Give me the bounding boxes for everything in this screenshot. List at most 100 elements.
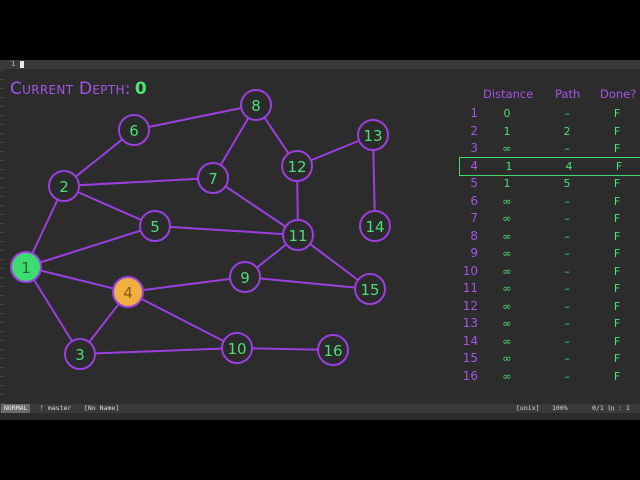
node-label: 2 — [59, 178, 69, 196]
mode-indicator: NORMAL — [1, 404, 31, 413]
table-row: 7∞–F — [458, 210, 636, 227]
row-done: F — [613, 352, 621, 365]
table-row: 2 1 2 F — [458, 123, 636, 140]
edge-1-3 — [25, 266, 81, 355]
row-distance: ∞ — [502, 334, 512, 348]
table-row: 16∞–F — [458, 368, 636, 385]
row-distance: ∞ — [502, 194, 512, 208]
edge-2-7 — [63, 177, 214, 187]
row-id: 2 — [470, 123, 478, 138]
row-path: – — [564, 352, 570, 365]
node-circle — [354, 273, 386, 305]
cursor-position: 0/1 ㏑ : 1 — [592, 404, 630, 412]
row-done: F — [613, 264, 621, 278]
node-circle — [281, 150, 313, 182]
row-path: – — [564, 299, 570, 313]
graph-node-10: 10 — [221, 332, 253, 364]
row-path: – — [564, 264, 570, 278]
node-circle — [221, 332, 253, 364]
row-path: 4 — [565, 159, 573, 173]
row-id: 14 — [462, 333, 478, 348]
graph-node-11: 11 — [282, 219, 314, 251]
row-path: – — [564, 282, 570, 295]
edge-10-16 — [236, 347, 334, 351]
table-row: 8∞–F — [458, 228, 636, 245]
row-distance: ∞ — [502, 369, 512, 383]
row-distance: 1 — [503, 124, 511, 138]
file-name: [No Name] — [84, 404, 120, 412]
graph-node-14: 14 — [359, 210, 391, 242]
editor-gutter — [0, 70, 4, 408]
row-done: F — [613, 212, 621, 225]
node-circle — [282, 219, 314, 251]
row-done: F — [613, 247, 621, 260]
row-path: – — [564, 229, 570, 243]
row-id: 7 — [470, 211, 478, 225]
graph-node-12: 12 — [281, 150, 313, 182]
row-done: F — [613, 142, 621, 155]
node-circle — [112, 276, 144, 308]
row-distance: ∞ — [502, 229, 512, 243]
status-line: NORMAL ᚠ master [No Name] [unix] 100% 0/… — [0, 404, 640, 413]
row-path: – — [564, 317, 570, 330]
table-row: 14∞–F — [458, 333, 636, 350]
table-row: 9 ∞ – F — [458, 245, 636, 262]
node-label: 13 — [363, 127, 382, 145]
current-depth-title: Current Depth:0 — [10, 79, 147, 99]
node-label: 5 — [150, 218, 160, 236]
graph-node-8: 8 — [240, 89, 272, 121]
graph-node-16: 16 — [317, 334, 349, 366]
edge-3-10 — [79, 347, 238, 355]
node-label: 4 — [123, 284, 133, 302]
edge-1-5 — [25, 225, 156, 268]
row-done: F — [613, 124, 621, 138]
node-label: 3 — [75, 346, 85, 364]
table-row: 12∞–F — [458, 298, 636, 315]
row-distance: ∞ — [502, 299, 512, 313]
table-row: 11∞–F — [458, 280, 636, 297]
row-done: F — [613, 194, 621, 208]
edge-4-9 — [127, 276, 246, 293]
node-label: 12 — [287, 158, 306, 176]
current-depth-label: Current Depth: — [10, 79, 131, 99]
row-distance: 1 — [503, 177, 511, 190]
node-circle — [229, 261, 261, 293]
row-id: 6 — [470, 193, 478, 208]
git-branch: ᚠ master — [40, 404, 72, 412]
git-branch-name: master — [47, 404, 72, 412]
row-distance: ∞ — [502, 247, 512, 260]
row-path: – — [564, 334, 570, 348]
text-cursor — [20, 61, 24, 68]
row-id: 10 — [462, 263, 478, 278]
row-path: – — [564, 194, 570, 208]
node-circle — [10, 251, 42, 283]
row-path: 2 — [563, 124, 571, 138]
row-distance: ∞ — [502, 264, 512, 278]
row-path: 5 — [563, 177, 571, 190]
node-label: 11 — [288, 227, 307, 245]
node-label: 6 — [129, 122, 139, 140]
node-label: 14 — [365, 218, 384, 236]
row-id: 9 — [470, 246, 478, 260]
graph-node-4: 4 — [112, 276, 144, 308]
table-row: 13∞–F — [458, 315, 636, 332]
node-label: 8 — [251, 97, 261, 115]
row-id: 16 — [462, 368, 478, 383]
row-path: – — [564, 247, 570, 260]
node-circle — [357, 119, 389, 151]
row-id: 8 — [470, 228, 478, 243]
graph-node-6: 6 — [118, 114, 150, 146]
column-header-distance: Distance — [483, 87, 534, 101]
node-circle — [359, 210, 391, 242]
file-format: [unix] — [516, 404, 540, 412]
table-row: 15∞–F — [458, 350, 636, 367]
row-distance: ∞ — [502, 317, 512, 330]
edge-6-8 — [133, 104, 257, 131]
node-circle — [240, 89, 272, 121]
row-distance: ∞ — [502, 282, 512, 295]
edge-5-11 — [154, 225, 299, 236]
row-done: F — [613, 177, 621, 190]
graph-node-1: 1 — [10, 251, 42, 283]
